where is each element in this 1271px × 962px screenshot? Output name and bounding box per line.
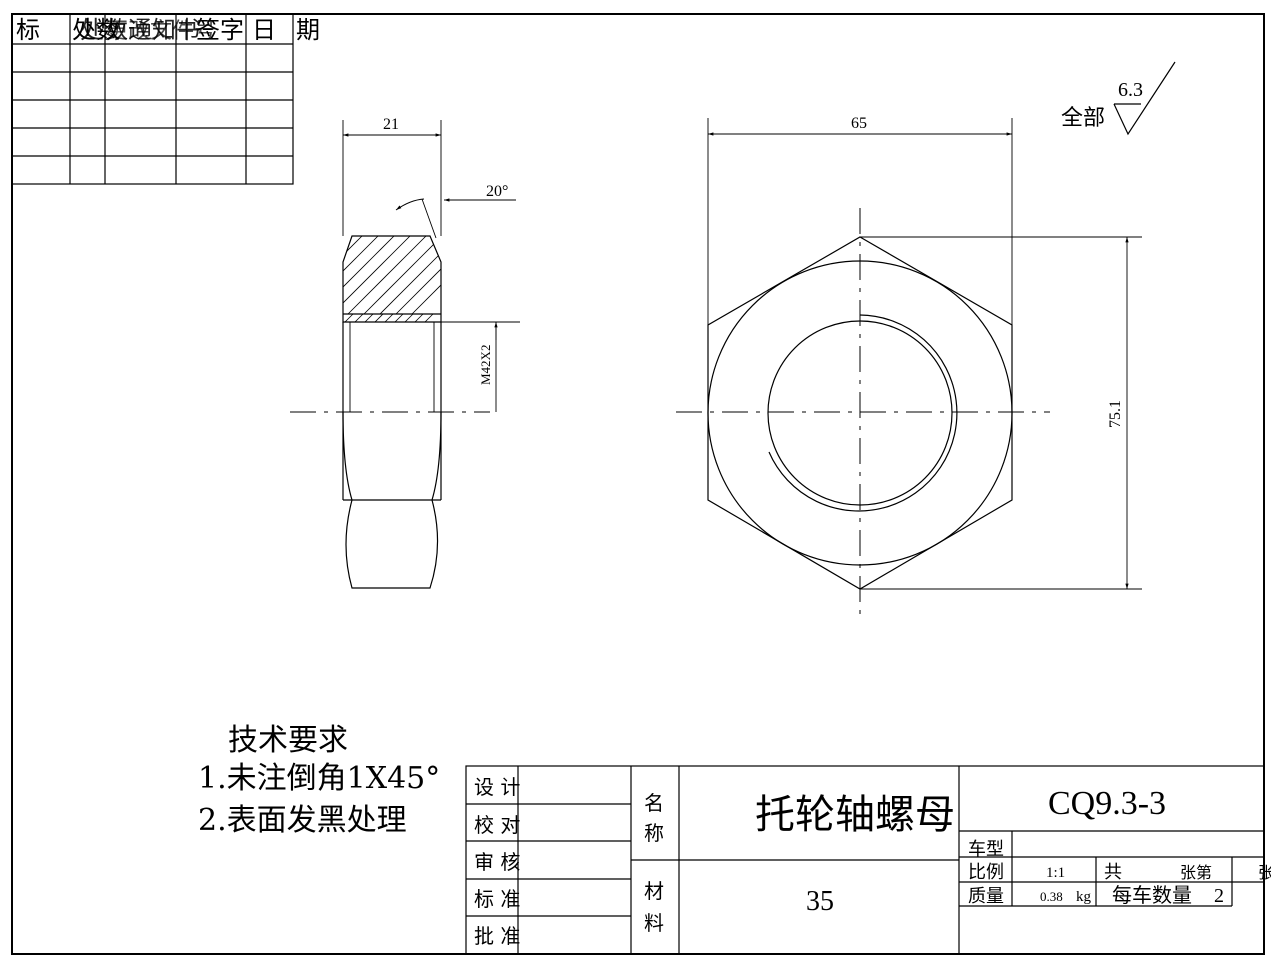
mass-label: 质量 xyxy=(968,886,1004,907)
role-review: 审 核 xyxy=(474,850,520,874)
surface-finish-prefix: 全部 xyxy=(1061,106,1105,131)
mass-value: 0.38 xyxy=(1040,889,1063,904)
part-name: 托轮轴螺母 xyxy=(755,792,955,838)
rev-header-period: 期 xyxy=(296,16,320,44)
dim-thread: M42X2 xyxy=(478,345,493,385)
qty-label: 每车数量 xyxy=(1112,883,1192,907)
mass-unit: kg xyxy=(1076,889,1092,905)
title-block: 设 计 校 对 审 核 标 准 批 准 名 称 托轮轴螺母 材 料 35 CQ9… xyxy=(465,765,1271,955)
rev-header-notice-overlap: 处数通知书 xyxy=(80,16,200,44)
sheet-label: 张第 xyxy=(1180,863,1212,882)
dim-chamfer-angle: 20° xyxy=(486,183,508,200)
role-design: 设 计 xyxy=(474,775,520,799)
material-value: 35 xyxy=(806,886,834,917)
material-label-1: 材 xyxy=(644,879,664,903)
rev-header-mark: 标 xyxy=(16,16,40,44)
revision-table: 标 处数 处数通知书 更改文件号 签字 日 期 xyxy=(11,13,320,185)
dim-side-width: 21 xyxy=(383,116,399,133)
name-label-2: 称 xyxy=(644,821,664,845)
tech-requirement-1: 1.未注倒角1X45° xyxy=(198,761,440,796)
qty-value: 2 xyxy=(1214,885,1224,907)
role-approve: 批 准 xyxy=(474,924,520,948)
side-view: 21 20° M42X2 xyxy=(290,116,520,589)
drawing-number: CQ9.3-3 xyxy=(1048,785,1166,822)
tech-requirements-title: 技术要求 xyxy=(228,723,348,758)
material-label-2: 料 xyxy=(644,911,664,935)
name-label-1: 名 xyxy=(644,791,664,815)
surface-finish-symbol: 全部 6.3 xyxy=(1061,61,1176,136)
tech-requirements: 技术要求 1.未注倒角1X45° 2.表面发黑处理 xyxy=(198,723,440,838)
front-view: 65 75.1 xyxy=(676,115,1142,620)
dim-across-corners: 75.1 xyxy=(1107,400,1124,428)
scale-label: 比例 xyxy=(968,862,1004,883)
rev-header-day: 日 xyxy=(252,16,276,44)
role-standard: 标 准 xyxy=(474,887,520,911)
role-check: 校 对 xyxy=(474,813,520,837)
rev-header-sign: 签字 xyxy=(196,16,244,44)
tech-requirement-2: 2.表面发黑处理 xyxy=(198,803,407,838)
total-label: 共 xyxy=(1104,862,1122,883)
rev-header-count: 处数 xyxy=(72,16,120,44)
rev-header-file-no: 更改文件号 xyxy=(106,19,216,44)
scale-value: 1:1 xyxy=(1046,865,1065,881)
vehicle-label: 车型 xyxy=(968,839,1004,860)
surface-finish-value: 6.3 xyxy=(1118,79,1143,101)
sheet-suffix: 张 xyxy=(1258,863,1271,882)
dim-across-flats: 65 xyxy=(851,115,867,132)
